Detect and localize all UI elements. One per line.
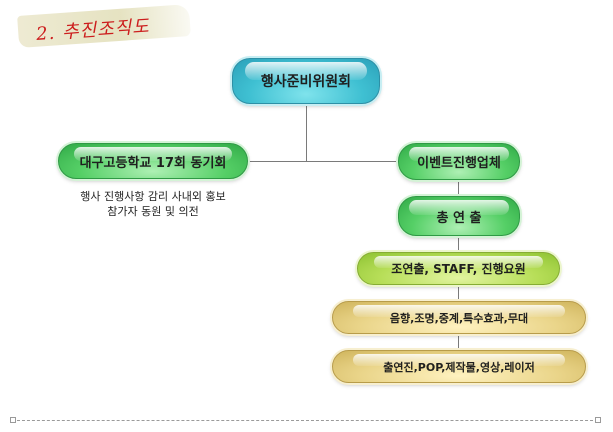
connector-staff-av: [458, 285, 459, 301]
connector-director-staff: [458, 236, 459, 252]
school-note-line-2: 참가자 동원 및 의전: [107, 205, 199, 218]
node-staff: 조연출, STAFF, 진행요원: [357, 252, 560, 285]
node-agency: 이벤트진행업체: [398, 143, 520, 180]
node-production-label: 출연진,POP,제작물,영상,레이저: [383, 360, 535, 374]
node-agency-label: 이벤트진행업체: [417, 156, 501, 171]
node-av-label: 음향,조명,중계,특수효과,무대: [389, 311, 529, 325]
connector-agency-director: [458, 180, 459, 196]
connector-committee-down: [306, 104, 307, 162]
node-production: 출연진,POP,제작물,영상,레이저: [332, 350, 586, 383]
node-committee: 행사준비위원회: [232, 58, 380, 104]
node-director: 총 연 출: [398, 196, 520, 236]
connector-av-production: [458, 334, 459, 350]
node-staff-label: 조연출, STAFF, 진행요원: [391, 262, 526, 276]
connector-horizontal: [248, 161, 398, 162]
page-bottom-marker-right: [595, 417, 601, 423]
node-av: 음향,조명,중계,특수효과,무대: [332, 301, 586, 334]
node-school-label: 대구고등학교 17회 동기회: [79, 155, 227, 171]
school-note-line-1: 행사 진행사항 감리 사내외 홍보: [80, 190, 226, 203]
node-committee-label: 행사준비위원회: [260, 74, 352, 90]
page-bottom-marker-left: [10, 417, 16, 423]
node-director-label: 총 연 출: [436, 210, 482, 226]
page-bottom-rule: [12, 420, 598, 421]
node-school: 대구고등학교 17회 동기회: [58, 143, 248, 179]
